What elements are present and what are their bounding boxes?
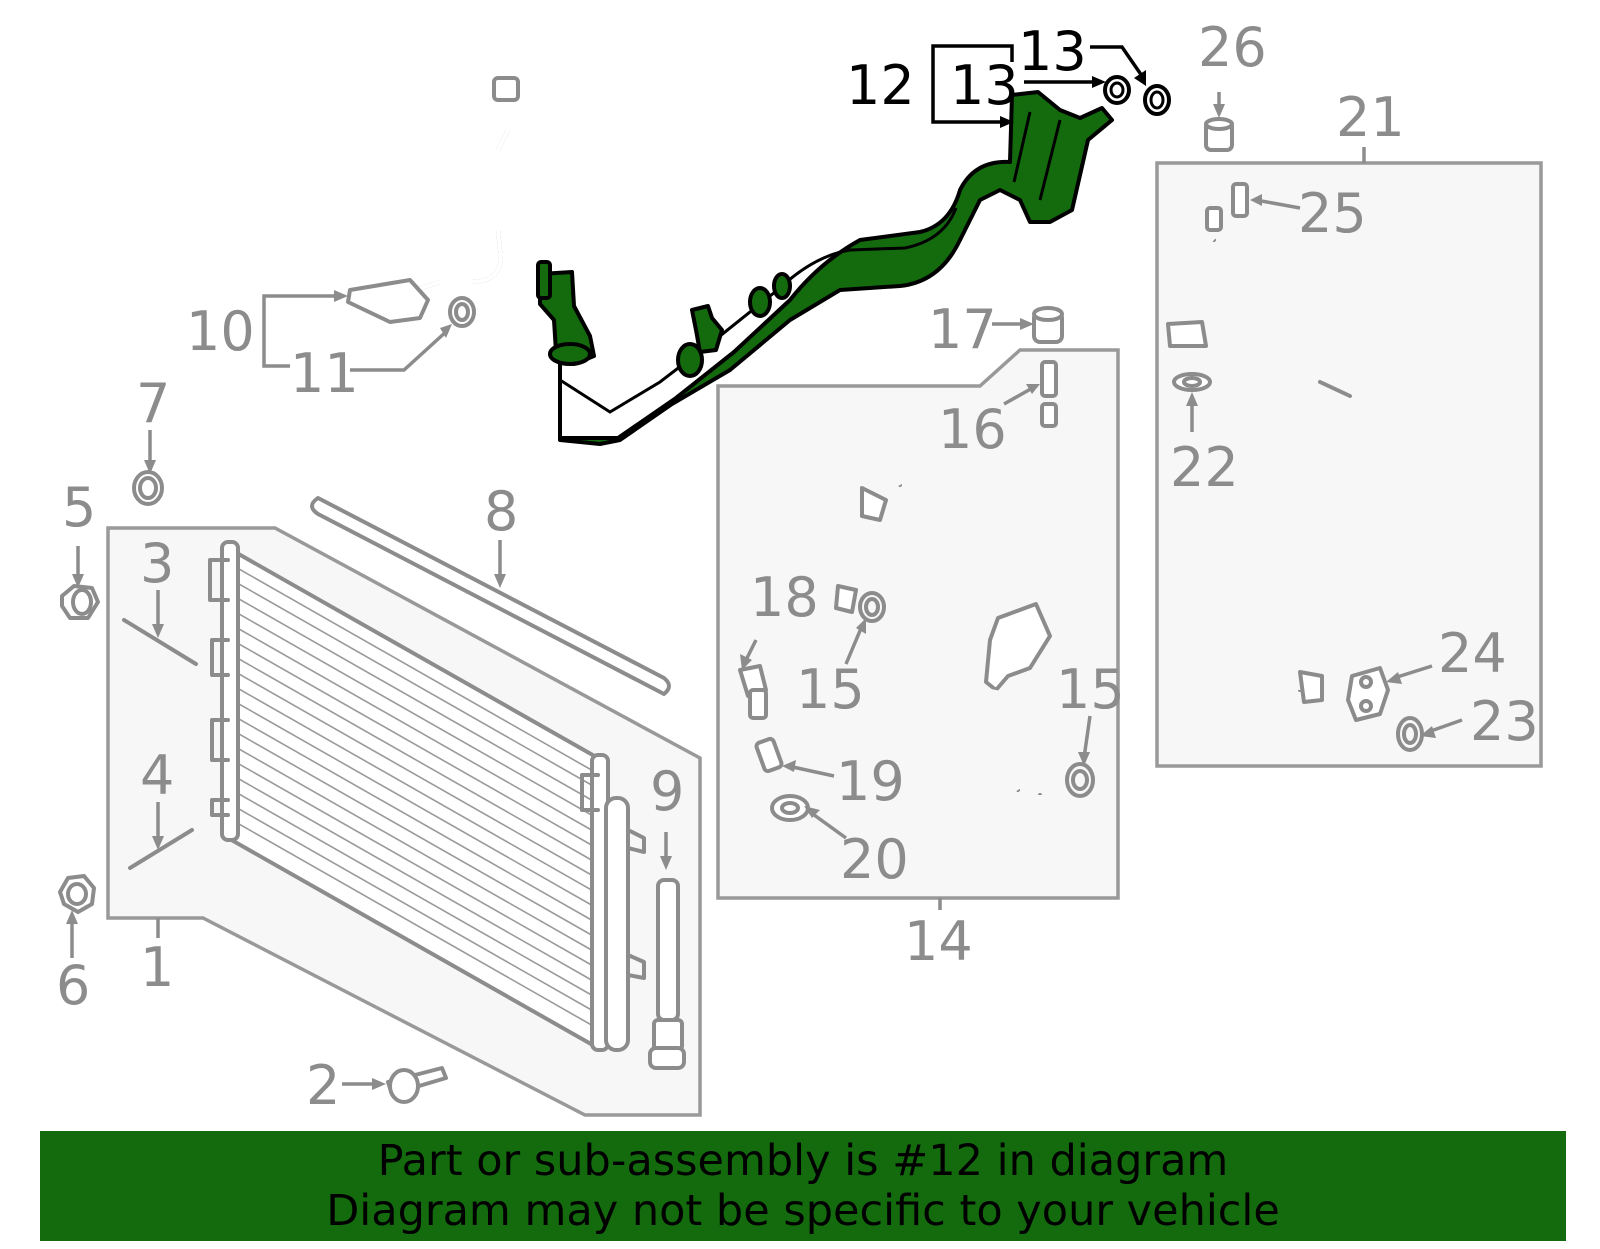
leader-lines [66, 44, 1463, 1090]
callout-22: 22 [1170, 436, 1239, 499]
receiver-drier [604, 796, 646, 1052]
callout-13a: 13 [950, 54, 1019, 117]
callout-25: 25 [1298, 182, 1367, 245]
callout-10: 10 [186, 300, 255, 363]
rod-part-3 [122, 618, 198, 666]
callout-21: 21 [1336, 86, 1405, 149]
callout-3: 3 [140, 532, 174, 595]
nut-part-6 [58, 874, 96, 914]
cap-part-26 [1204, 117, 1234, 152]
nut-part-5 [60, 584, 100, 620]
valve-part-19 [754, 736, 784, 774]
oring-part-15a [858, 591, 886, 623]
condenser-core [208, 540, 610, 1052]
callout-15b: 15 [1056, 658, 1125, 721]
oring-part-7 [132, 470, 164, 506]
cap-part-17 [1032, 306, 1064, 344]
oring-part-22 [1172, 372, 1212, 392]
callout-16: 16 [938, 398, 1007, 461]
drier-insert-part-9 [648, 878, 686, 1070]
highlighted-part-12-line-assembly[interactable] [536, 90, 1114, 446]
callout-14: 14 [904, 910, 973, 973]
oring-part-13b[interactable] [1143, 84, 1171, 116]
hose-assembly-box-21 [1155, 161, 1543, 768]
seal-part-8 [310, 496, 671, 696]
banner-line-2: Diagram may not be specific to your vehi… [326, 1186, 1280, 1236]
oring-part-13a[interactable] [1103, 75, 1131, 105]
valve-core-part-16 [1040, 360, 1058, 398]
hose-part-10 [346, 76, 520, 324]
gasket-part-24 [1346, 666, 1390, 722]
valve-core-part-25 [1231, 182, 1249, 218]
callout-5: 5 [62, 476, 96, 539]
callout-13b: 13 [1018, 20, 1087, 83]
callout-6: 6 [56, 954, 90, 1017]
callout-24: 24 [1438, 622, 1507, 685]
oring-part-11 [448, 296, 476, 328]
callout-9: 9 [650, 760, 684, 823]
callout-11: 11 [290, 342, 359, 405]
oring-part-23 [1396, 716, 1424, 752]
callout-23: 23 [1470, 690, 1539, 753]
rod-part-4 [128, 828, 194, 870]
callout-15a: 15 [796, 658, 865, 721]
callout-7: 7 [136, 372, 170, 435]
hose-assembly-14 [808, 402, 1058, 855]
hose-assembly-21 [1166, 206, 1499, 704]
info-banner: Part or sub-assembly is #12 in diagram D… [40, 1131, 1566, 1241]
bolt-part-2 [386, 1066, 448, 1104]
seal-part-20 [770, 794, 810, 822]
callout-labels: 1 2 3 4 5 6 7 8 9 10 11 12 13 13 14 15 1… [56, 16, 1539, 1117]
banner-line-1: Part or sub-assembly is #12 in diagram [377, 1136, 1229, 1186]
callout-12: 12 [846, 54, 915, 117]
callout-17: 17 [928, 298, 997, 361]
callout-19: 19 [836, 750, 905, 813]
callout-2: 2 [306, 1054, 340, 1117]
callout-8: 8 [484, 480, 518, 543]
callout-26: 26 [1198, 16, 1267, 79]
sensor-part-18 [738, 664, 768, 720]
callout-1: 1 [140, 936, 174, 999]
callout-4: 4 [140, 744, 174, 807]
callout-18: 18 [750, 566, 819, 629]
oring-part-15b [1065, 762, 1095, 798]
callout-20: 20 [840, 828, 909, 891]
